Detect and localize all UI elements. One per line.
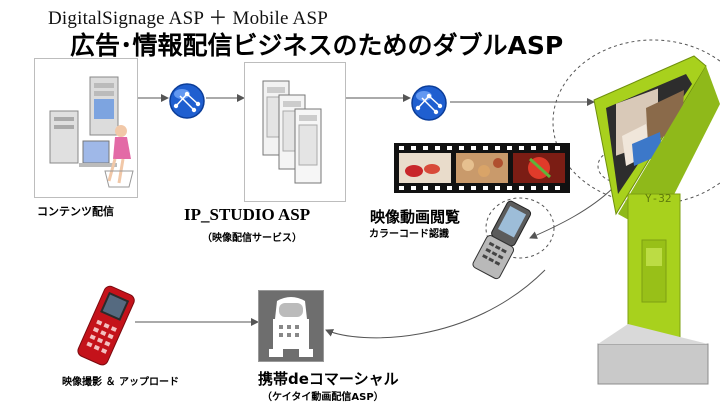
studio-label: IP_STUDIO ASP <box>184 205 310 225</box>
robot-icon <box>259 291 323 361</box>
viewing-sublabel: カラーコード認識 <box>369 225 449 240</box>
studio-frame <box>244 62 346 202</box>
phone-icon <box>460 198 540 280</box>
arrow-phone-to-mobile-cm-curve <box>326 270 545 338</box>
server-icon <box>245 63 345 201</box>
upload-label: 映像撮影 ＆ アップロード <box>62 373 179 388</box>
workstation-icon <box>35 59 137 197</box>
mobile-cm-frame <box>258 290 324 362</box>
mobile-cm-label: 携帯deコマーシャル <box>258 368 399 389</box>
phone-icon <box>62 280 152 372</box>
contents-frame <box>34 58 138 198</box>
kiosk-label: Y-32 <box>645 192 672 205</box>
mobile-cm-sublabel: （ケイタイ動画配信ASP） <box>262 388 384 403</box>
globe-icon <box>410 84 448 122</box>
film-strip <box>394 143 570 193</box>
studio-sublabel: （映像配信サービス） <box>202 229 302 244</box>
kiosk-display <box>588 44 720 390</box>
globe-icon <box>168 82 206 120</box>
viewing-label: 映像動画閲覧 <box>370 206 460 227</box>
contents-label: コンテンツ配信 <box>37 203 114 219</box>
